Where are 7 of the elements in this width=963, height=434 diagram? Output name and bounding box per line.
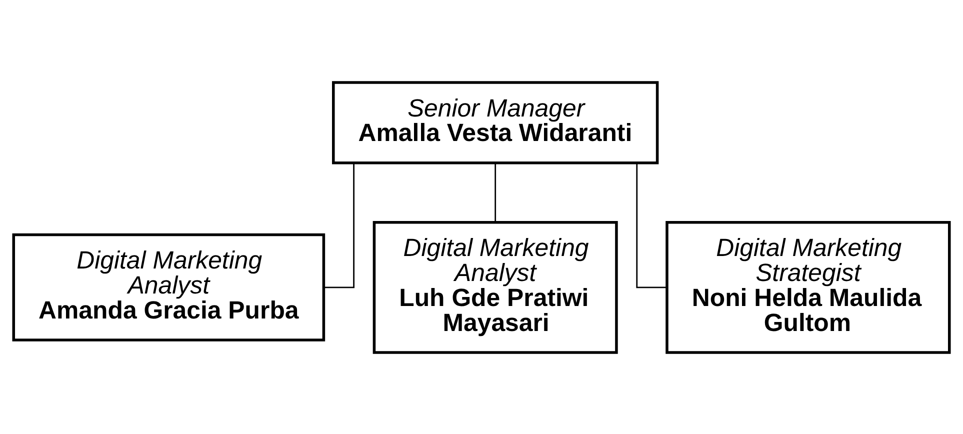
connector	[494, 162, 496, 222]
node-box: Senior Manager Amalla Vesta Widaranti	[332, 80, 659, 164]
connector	[636, 162, 667, 288]
connector	[324, 162, 354, 288]
node-box: Digital Marketing Strategist Noni Helda Maulida Gultom	[666, 220, 951, 354]
node-box: Digital Marketing Analyst Luh Gde Pratiwi Mayasari	[372, 220, 618, 354]
node-box: Digital Marketing Analyst Amanda Gracia Purba	[12, 232, 326, 341]
